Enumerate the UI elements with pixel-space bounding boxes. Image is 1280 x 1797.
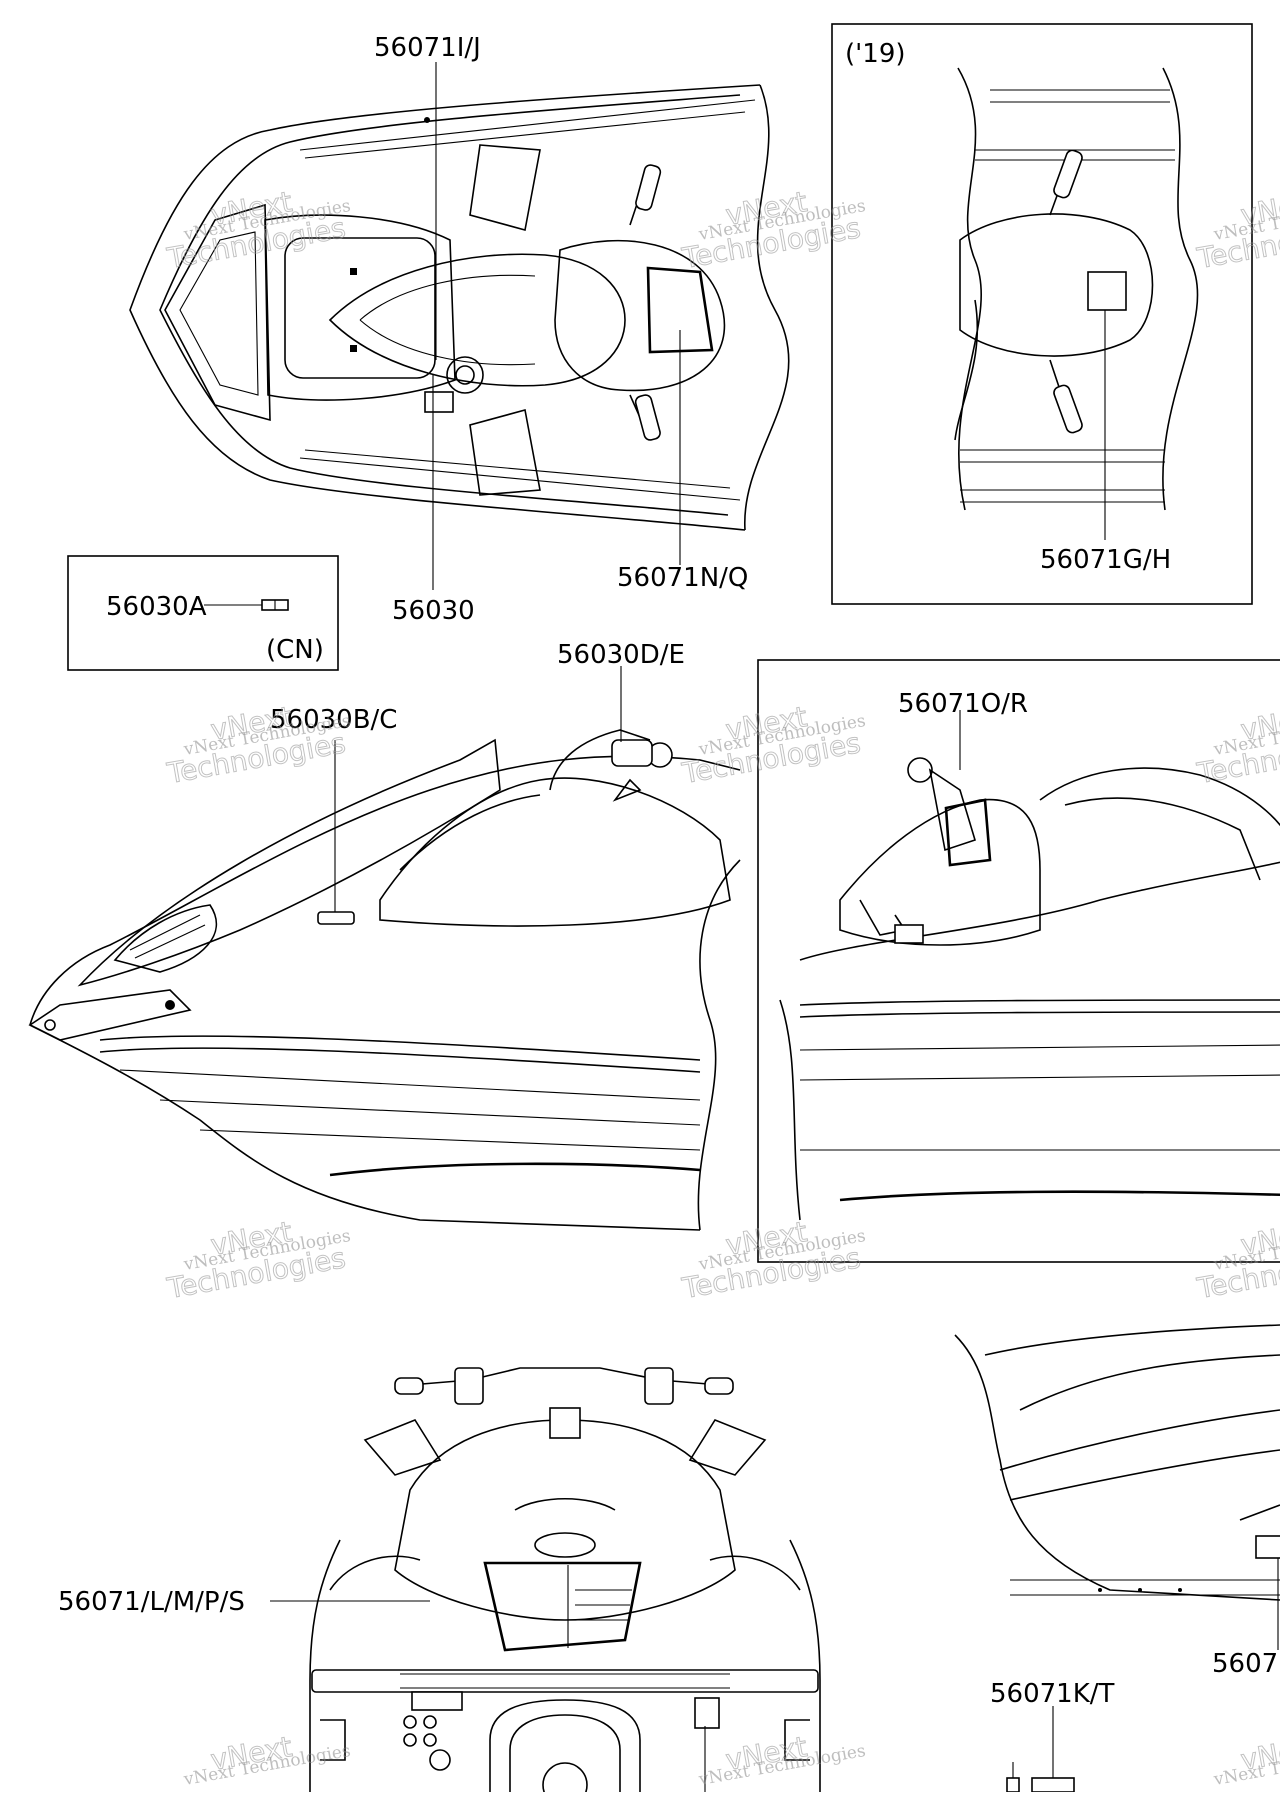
callout-seat-decal: 56071I/J bbox=[374, 33, 481, 63]
side-view-leaders bbox=[334, 666, 622, 912]
cn-tag: (CN) bbox=[266, 635, 324, 665]
watermark: vNext Technologies vNext bbox=[696, 1730, 867, 1790]
callout-inset-part: 56071G/H bbox=[1040, 545, 1171, 575]
callout-steering: 56030D/E bbox=[557, 640, 685, 670]
watermark: vNext Technologies vNext Technologies bbox=[1194, 185, 1280, 276]
callout-hood: 56030B/C bbox=[270, 705, 397, 735]
callout-rear-small: 56071K/T bbox=[990, 1679, 1115, 1709]
side-view-drawing bbox=[28, 729, 741, 1231]
watermark: vNext Technologies vNext Technologies bbox=[679, 185, 868, 276]
svg-text:vNext: vNext bbox=[1238, 1215, 1280, 1262]
rear-view-drawing bbox=[309, 1367, 821, 1797]
rear-view-leaders bbox=[270, 1600, 1075, 1793]
top-view-leaders bbox=[424, 62, 681, 590]
callout-cn-part: 56030A bbox=[106, 592, 207, 622]
top-view-drawing bbox=[129, 84, 790, 531]
callout-rear-right-cut: 5607 bbox=[1212, 1649, 1278, 1679]
svg-text:vNext: vNext bbox=[1238, 1730, 1280, 1777]
side-view-inset bbox=[757, 659, 1280, 1263]
watermarks: vNext Technologies vNext Technologies vN… bbox=[164, 185, 1280, 1790]
watermark: vNext Technologies vNext Technologies bbox=[1194, 700, 1280, 791]
callout-console: 56071N/Q bbox=[617, 563, 748, 593]
inset-year-tag: ('19) bbox=[845, 39, 906, 69]
svg-text:vNext: vNext bbox=[1238, 700, 1280, 747]
svg-text:vNext: vNext bbox=[1238, 185, 1280, 232]
watermark: vNext Technologies vNext Technologies bbox=[679, 700, 868, 791]
watermark: vNext Technologies vNext Technologies bbox=[679, 1215, 868, 1306]
cn-box bbox=[67, 555, 339, 671]
watermark: vNext Technologies vNext Technologies bbox=[1194, 1215, 1280, 1306]
rear-right-partial bbox=[954, 1324, 1280, 1650]
callout-center: 56030 bbox=[392, 596, 475, 626]
callout-side-console: 56071O/R bbox=[898, 689, 1028, 719]
watermark: vNext Technologies vNext bbox=[181, 1730, 352, 1790]
watermark: vNext Technologies vNext Technologies bbox=[164, 1215, 353, 1306]
watermark: vNext Technologies vNext bbox=[1211, 1730, 1280, 1790]
callout-rear-main: 56071/L/M/P/S bbox=[58, 1587, 245, 1617]
inset-19-box bbox=[831, 23, 1253, 605]
